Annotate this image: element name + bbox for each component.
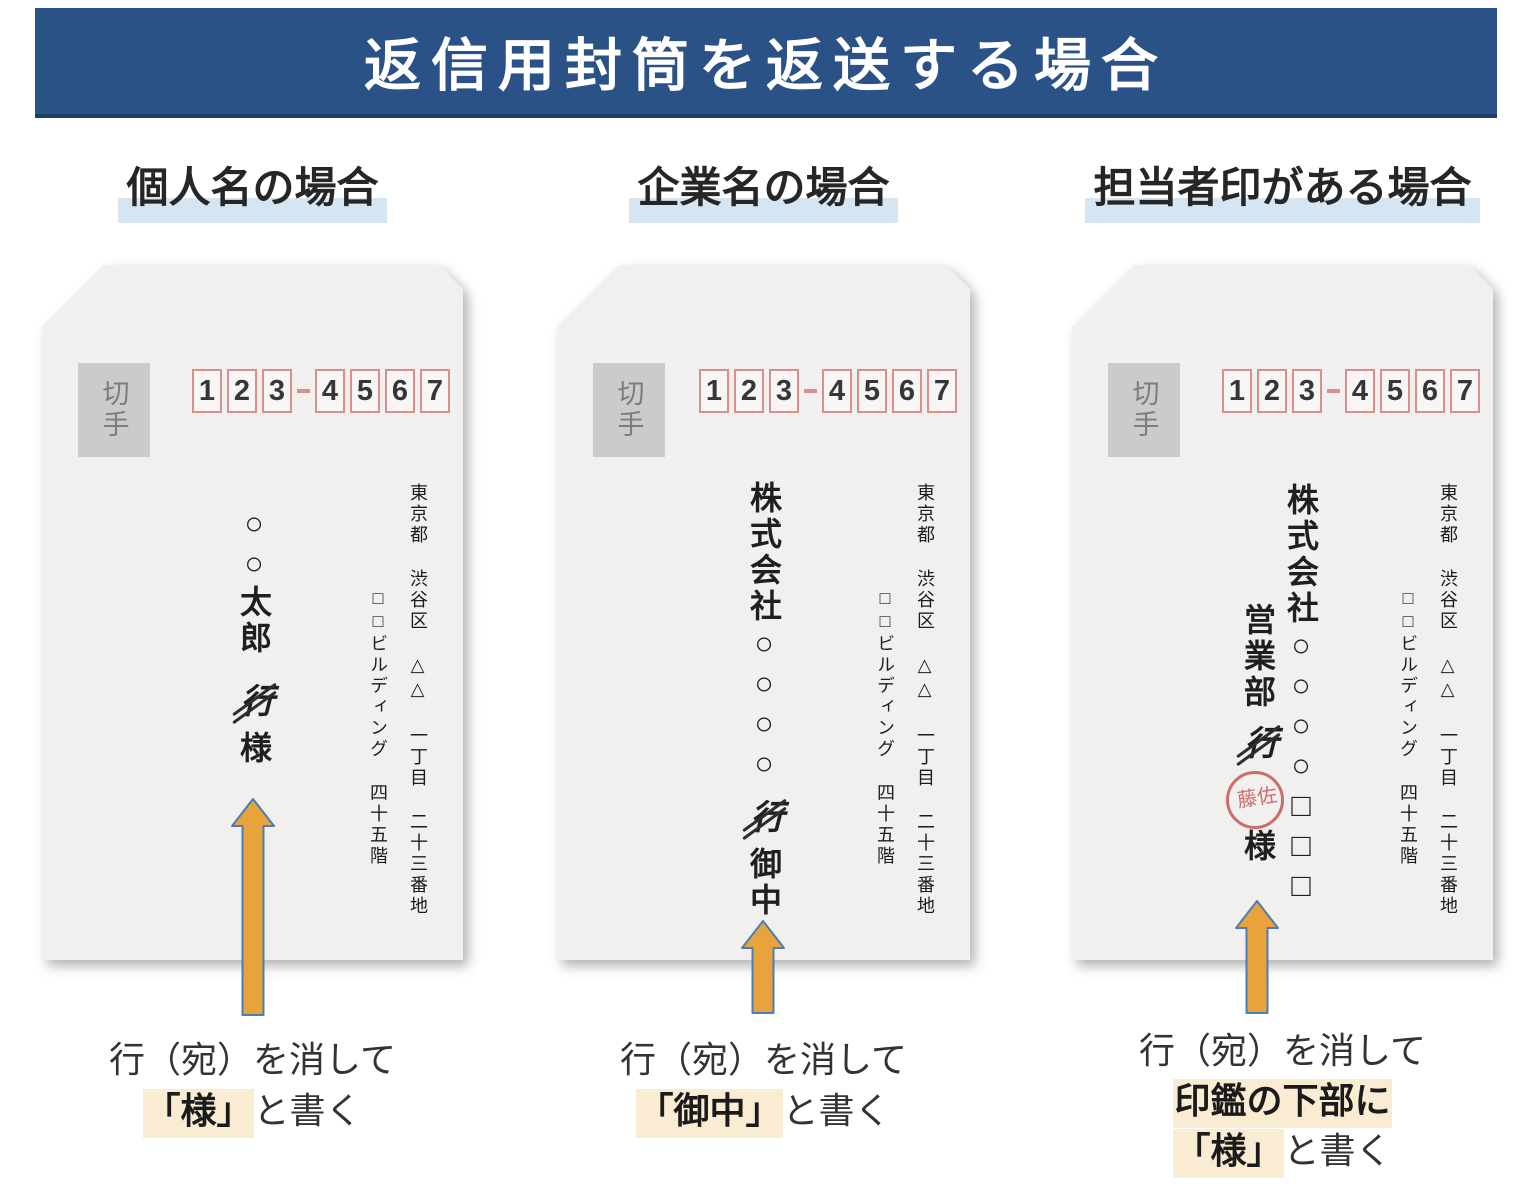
postal-digit: 6 — [892, 369, 922, 413]
title-bar: 返信用封筒を返送する場合 — [35, 8, 1497, 118]
recipient-name: 太郎 — [236, 585, 272, 657]
caption-highlight: 印鑑の下部に — [1173, 1079, 1392, 1128]
postal-digit: 2 — [734, 369, 764, 413]
address-line-1: 東京都 渋谷区 △△ 一丁目 二十三番地 — [915, 483, 935, 917]
postal-dash — [804, 389, 817, 393]
crossed-out-ato: 行 — [235, 683, 273, 721]
postal-digit: 3 — [262, 369, 292, 413]
column-header: 企業名の場合 — [557, 154, 970, 223]
caption: 行（宛）を消して 印鑑の下部に 「様」と書く — [1072, 1026, 1493, 1178]
address-line-2: □□ビルディング 四十五階 — [1398, 588, 1418, 867]
recipient-name: 株式会社 — [746, 481, 782, 625]
caption: 行（宛）を消して 「御中」と書く — [557, 1034, 970, 1138]
column-header: 個人名の場合 — [42, 154, 463, 223]
caption-highlight: 「様」 — [1173, 1129, 1284, 1178]
postal-digit: 4 — [1345, 369, 1375, 413]
crossed-out-ato: 行 — [1239, 725, 1277, 763]
postal-digit: 6 — [385, 369, 415, 413]
postal-code: 1 2 3 4 5 6 7 — [1222, 369, 1480, 413]
caption-highlight: 「御中」 — [636, 1089, 783, 1138]
recipient-placeholder: ○○ — [236, 505, 272, 585]
postal-code: 1 2 3 4 5 6 7 — [192, 369, 450, 413]
postal-digit: 1 — [699, 369, 729, 413]
honorific-onchu: 御中 — [746, 847, 782, 919]
arrow-up-icon — [1235, 900, 1279, 1014]
recipient-placeholder: ○○○○ — [746, 625, 782, 785]
seal-text: 佐藤 — [1232, 783, 1277, 812]
column-header-label: 担当者印がある場合 — [1085, 164, 1480, 223]
caption-line: 「御中」と書く — [557, 1085, 970, 1138]
postal-digit: 3 — [769, 369, 799, 413]
address-line-2: □□ビルディング 四十五階 — [368, 588, 388, 867]
honorific-sama: 様 — [1240, 829, 1276, 865]
stamp-box: 切手 — [593, 363, 665, 457]
caption-line: 行（宛）を消して — [620, 1039, 907, 1080]
crossed-out-ato: 行 — [745, 799, 783, 837]
name-seal: 佐藤 — [1226, 771, 1284, 829]
stamp-box: 切手 — [1108, 363, 1180, 457]
recipient-column: ○○太郎行様 — [234, 505, 274, 767]
recipient-department: 営業部 — [1240, 603, 1276, 711]
recipient-placeholder: ○○○○ — [1283, 627, 1319, 787]
page-title: 返信用封筒を返送する場合 — [364, 34, 1168, 98]
caption-line: 「様」と書く — [1072, 1126, 1493, 1178]
stamp-box: 切手 — [78, 363, 150, 457]
postal-digit: 3 — [1292, 369, 1322, 413]
postal-digit: 5 — [350, 369, 380, 413]
column-header-label: 企業名の場合 — [629, 164, 898, 223]
postal-digit: 4 — [822, 369, 852, 413]
caption-line: 行（宛）を消して — [1139, 1030, 1426, 1071]
address-line-1: 東京都 渋谷区 △△ 一丁目 二十三番地 — [408, 483, 428, 917]
recipient-department-column: 営業部行様 — [1238, 603, 1278, 865]
postal-digit: 1 — [192, 369, 222, 413]
caption-line: 印鑑の下部に — [1072, 1076, 1493, 1128]
postal-digit: 7 — [927, 369, 957, 413]
recipient-column: 株式会社○○○○ 行御中 — [744, 481, 784, 919]
envelope: 切手 1 2 3 4 5 6 7 東京都 渋谷区 △△ 一丁目 二十三番地 □□… — [557, 265, 970, 960]
caption-line: 行（宛）を消して — [109, 1039, 396, 1080]
postal-digit: 7 — [420, 369, 450, 413]
caption-highlight: 「様」 — [143, 1089, 254, 1138]
postal-digit: 6 — [1415, 369, 1445, 413]
column-header: 担当者印がある場合 — [1072, 154, 1493, 223]
recipient-company: 株式会社 — [1283, 483, 1319, 627]
recipient-box-placeholder: □□□ — [1283, 787, 1319, 907]
honorific-sama: 様 — [236, 731, 272, 767]
postal-digit: 5 — [1380, 369, 1410, 413]
postal-digit: 2 — [227, 369, 257, 413]
recipient-company-column: 株式会社○○○○□□□ — [1281, 483, 1321, 907]
column-personal-name: 個人名の場合 切手 1 2 3 4 5 6 7 東京都 渋谷区 △△ 一丁目 二… — [42, 150, 463, 1192]
postal-code: 1 2 3 4 5 6 7 — [699, 369, 957, 413]
column-company-name: 企業名の場合 切手 1 2 3 4 5 6 7 東京都 渋谷区 △△ 一丁目 二… — [557, 150, 970, 1192]
column-header-label: 個人名の場合 — [118, 164, 387, 223]
arrow-up-icon — [231, 798, 275, 1016]
caption: 行（宛）を消して 「様」と書く — [42, 1034, 463, 1138]
address-block: 東京都 渋谷区 △△ 一丁目 二十三番地 □□ビルディング 四十五階 — [363, 483, 433, 923]
envelope: 切手 1 2 3 4 5 6 7 東京都 渋谷区 △△ 一丁目 二十三番地 □□… — [1072, 265, 1493, 960]
postal-digit: 1 — [1222, 369, 1252, 413]
postal-dash — [297, 389, 310, 393]
postal-digit: 2 — [1257, 369, 1287, 413]
column-with-seal: 担当者印がある場合 切手 1 2 3 4 5 6 7 東京都 渋谷区 △△ 一丁… — [1072, 150, 1493, 1192]
address-block: 東京都 渋谷区 △△ 一丁目 二十三番地 □□ビルディング 四十五階 — [870, 483, 940, 923]
address-line-1: 東京都 渋谷区 △△ 一丁目 二十三番地 — [1438, 483, 1458, 917]
postal-digit: 4 — [315, 369, 345, 413]
address-block: 東京都 渋谷区 △△ 一丁目 二十三番地 □□ビルディング 四十五階 — [1393, 483, 1463, 923]
postal-digit: 7 — [1450, 369, 1480, 413]
caption-line: 「様」と書く — [42, 1085, 463, 1138]
arrow-up-icon — [741, 920, 785, 1014]
postal-digit: 5 — [857, 369, 887, 413]
postal-dash — [1327, 389, 1340, 393]
address-line-2: □□ビルディング 四十五階 — [875, 588, 895, 867]
